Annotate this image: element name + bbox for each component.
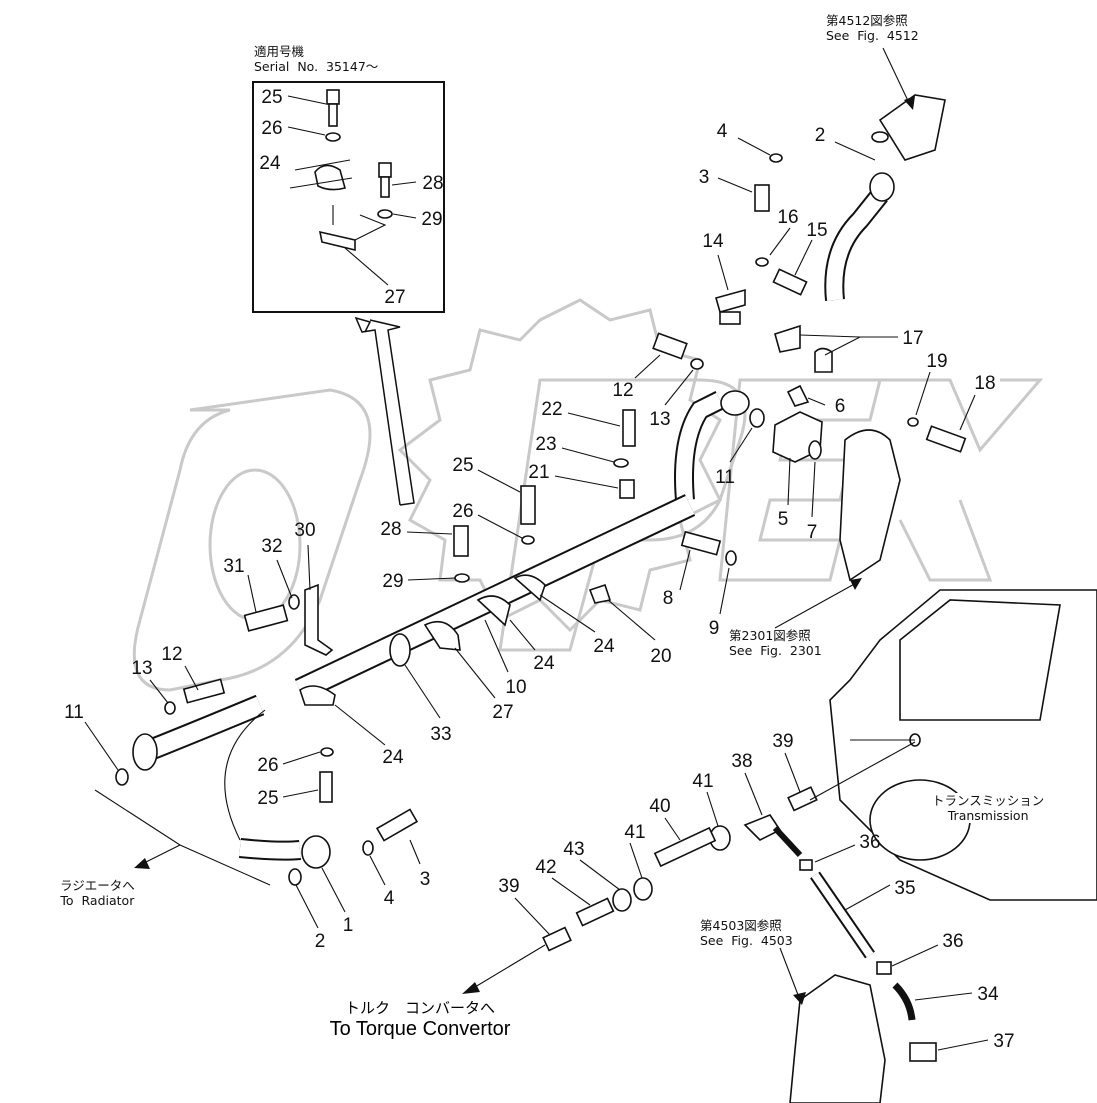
callout-42: 42 xyxy=(535,857,556,878)
callout-14: 14 xyxy=(702,231,724,252)
note-fig-2301-jp: 第2301図参照 xyxy=(729,628,811,643)
callout-13: 13 xyxy=(649,409,670,430)
note-fig-4512-en: See Fig. 4512 xyxy=(826,28,919,43)
callout-6: 6 xyxy=(835,396,846,417)
callout-33: 33 xyxy=(430,724,451,745)
inset-parts xyxy=(287,89,417,286)
inset-frame xyxy=(252,81,445,313)
note-fig-4512: 第4512図参照 See Fig. 4512 xyxy=(826,13,919,43)
callout-2: 2 xyxy=(815,125,826,146)
callout-22: 22 xyxy=(541,399,562,420)
callout-39: 39 xyxy=(498,876,519,897)
callout-36: 36 xyxy=(942,931,963,952)
callout-3: 3 xyxy=(699,167,710,188)
callout-24: 24 xyxy=(593,636,615,657)
inset-arrow xyxy=(354,316,415,506)
callout-24: 24 xyxy=(382,747,404,768)
callout-21: 21 xyxy=(528,462,549,483)
note-radiator: ラジエータへ To Radiator xyxy=(60,878,135,908)
callout-41: 41 xyxy=(692,771,713,792)
callout-26: 26 xyxy=(452,501,473,522)
watermark-logo xyxy=(132,298,1044,692)
callout-36: 36 xyxy=(859,832,880,853)
note-torque-convertor: トルク コンバータへ To Torque Convertor xyxy=(300,997,540,1041)
note-fig-4512-jp: 第4512図参照 xyxy=(826,13,908,28)
inset-serial-note: 適用号機 Serial No. 35147～ xyxy=(254,44,378,74)
inset-title-jp: 適用号機 xyxy=(254,44,305,59)
note-radiator-jp: ラジエータへ xyxy=(60,878,135,893)
callout-31: 31 xyxy=(223,556,244,577)
note-transmission-en: Transmission xyxy=(947,808,1029,823)
note-fig-2301: 第2301図参照 See Fig. 2301 xyxy=(729,628,822,658)
callout-24: 24 xyxy=(533,653,555,674)
callout-26: 26 xyxy=(261,118,282,139)
callout-11: 11 xyxy=(64,702,84,723)
callout-20: 20 xyxy=(650,646,671,667)
callout-28: 28 xyxy=(422,173,443,194)
callout-18: 18 xyxy=(974,373,995,394)
main-parts xyxy=(115,94,1097,1103)
callout-23: 23 xyxy=(535,434,556,455)
callout-7: 7 xyxy=(807,522,818,543)
callout-4: 4 xyxy=(384,888,395,909)
note-transmission: トランスミッション Transmission xyxy=(932,793,1045,823)
note-transmission-jp: トランスミッション xyxy=(932,793,1045,808)
callout-25: 25 xyxy=(257,788,278,809)
callout-1: 1 xyxy=(343,915,354,936)
callout-39: 39 xyxy=(772,731,793,752)
note-fig-4503-en: See Fig. 4503 xyxy=(700,933,793,948)
callout-43: 43 xyxy=(563,839,584,860)
callout-28: 28 xyxy=(380,519,401,540)
callout-37: 37 xyxy=(993,1031,1014,1052)
callout-12: 12 xyxy=(612,380,633,401)
inset-callout-numbers: 25 26 24 28 29 27 xyxy=(259,87,443,308)
callout-30: 30 xyxy=(294,520,315,541)
callout-27: 27 xyxy=(492,702,513,723)
note-fig-4503: 第4503図参照 See Fig. 4503 xyxy=(700,918,793,948)
callout-5: 5 xyxy=(778,509,789,530)
callout-19: 19 xyxy=(926,351,947,372)
callout-9: 9 xyxy=(709,618,720,639)
callout-26: 26 xyxy=(257,755,278,776)
callout-40: 40 xyxy=(649,796,670,817)
callout-10: 10 xyxy=(505,677,526,698)
callout-13: 13 xyxy=(131,658,152,679)
callout-25: 25 xyxy=(452,455,473,476)
callout-2: 2 xyxy=(315,931,326,952)
callout-17: 17 xyxy=(902,328,923,349)
leader-lines xyxy=(84,47,989,1051)
callout-11: 11 xyxy=(715,467,735,488)
inset-title-en: Serial No. 35147～ xyxy=(254,59,379,74)
note-radiator-en: To Radiator xyxy=(60,893,135,908)
callout-3: 3 xyxy=(420,869,431,890)
note-fig-2301-en: See Fig. 2301 xyxy=(729,643,822,658)
callout-35: 35 xyxy=(894,878,915,899)
callout-34: 34 xyxy=(977,984,999,1005)
callout-25: 25 xyxy=(261,87,282,108)
callout-15: 15 xyxy=(806,220,827,241)
callout-29: 29 xyxy=(382,571,403,592)
callout-4: 4 xyxy=(717,121,728,142)
callout-8: 8 xyxy=(663,588,674,609)
note-torque-en: To Torque Convertor xyxy=(329,1018,511,1040)
callout-12: 12 xyxy=(161,644,182,665)
callout-29: 29 xyxy=(421,209,442,230)
callout-32: 32 xyxy=(261,536,282,557)
note-fig-4503-jp: 第4503図参照 xyxy=(700,918,782,933)
note-torque-jp: トルク コンバータへ xyxy=(344,1000,495,1017)
callout-27: 27 xyxy=(384,287,405,308)
callout-16: 16 xyxy=(777,207,798,228)
callout-38: 38 xyxy=(731,751,752,772)
callout-24: 24 xyxy=(259,153,281,174)
callout-41: 41 xyxy=(624,822,645,843)
